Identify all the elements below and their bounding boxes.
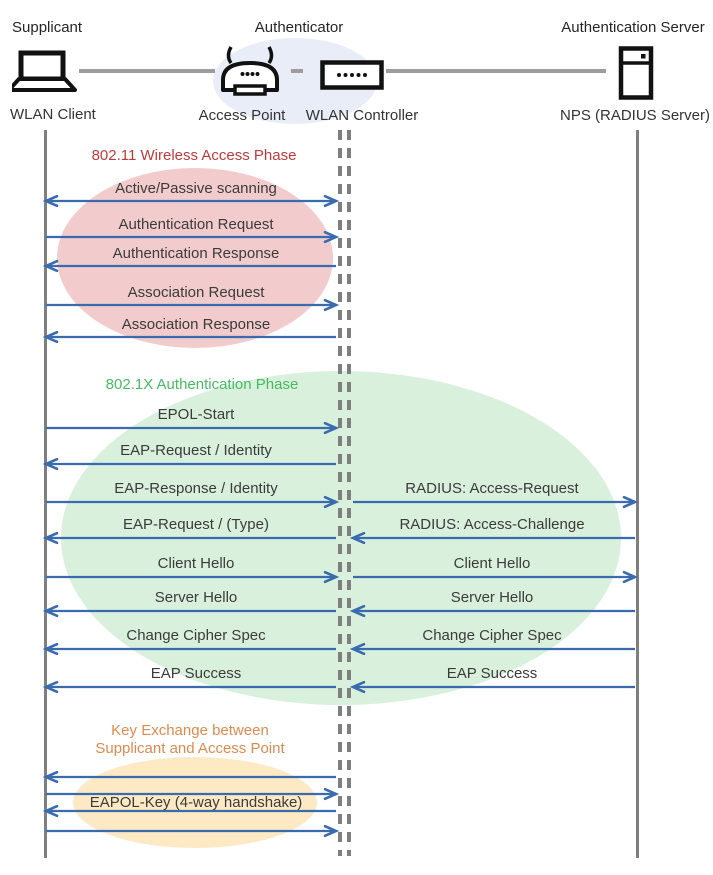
arrowhead: [323, 824, 340, 838]
arrowhead: [323, 495, 340, 509]
arrowhead: [349, 642, 366, 656]
arrowhead: [323, 570, 340, 584]
arrowhead: [42, 642, 59, 656]
arrowhead: [622, 495, 639, 509]
server-lifeline: [636, 130, 639, 858]
server-role-label: Authentication Server: [561, 19, 705, 36]
access-point-label: Access Point: [198, 107, 286, 124]
supplicant-device-label: WLAN Client: [10, 106, 96, 123]
message-arrow: [353, 570, 639, 584]
arrowhead: [42, 531, 59, 545]
message-label: EAP-Request / (Type): [123, 516, 269, 533]
arrowhead: [42, 680, 59, 694]
arrowhead: [42, 604, 59, 618]
message-label: EPOL-Start: [157, 406, 235, 423]
message-label: EAP-Request / Identity: [120, 442, 272, 459]
message-label: Active/Passive scanning: [115, 180, 277, 197]
arrowhead: [323, 298, 340, 312]
arrowhead: [323, 787, 340, 801]
message-label: Association Request: [127, 284, 265, 301]
server-device-label: NPS (RADIUS Server): [559, 107, 711, 124]
connector-line: [291, 69, 303, 73]
authenticator-role-label: Authenticator: [254, 19, 344, 36]
wlan-controller-label: WLAN Controller: [305, 107, 419, 124]
phase3-title-line1: Key Exchange between: [111, 722, 269, 739]
message-label: RADIUS: Access-Challenge: [399, 516, 585, 533]
message-label: EAPOL-Key (4-way handshake): [89, 794, 303, 811]
arrowhead: [323, 421, 340, 435]
message-label: EAP Success: [446, 665, 538, 682]
controller-lifeline-dash-1: [338, 130, 342, 856]
message-label: EAP Success: [150, 665, 242, 682]
phase3-title-line2: Supplicant and Access Point: [95, 740, 285, 757]
server-icon: [618, 46, 654, 100]
message-arrow: [42, 531, 336, 545]
connector-line: [79, 69, 215, 73]
message-arrow: [46, 230, 340, 244]
wlan-controller-icon: [320, 60, 384, 90]
message-arrow: [46, 298, 340, 312]
message-arrow: [349, 604, 635, 618]
message-label: Server Hello: [450, 589, 534, 606]
phase1-ellipse: [57, 168, 333, 348]
arrowhead: [42, 330, 59, 344]
message-label: Server Hello: [154, 589, 238, 606]
message-arrow: [42, 804, 336, 818]
message-arrow: [42, 457, 336, 471]
message-arrow: [42, 330, 336, 344]
message-arrow: [42, 194, 340, 208]
message-arrow: [42, 680, 336, 694]
message-arrow: [349, 531, 635, 545]
message-arrow: [42, 604, 336, 618]
laptop-icon: [12, 50, 78, 94]
access-point-icon: [218, 44, 282, 96]
message-arrow: [46, 787, 340, 801]
phase3-title: Key Exchange between Supplicant and Acce…: [95, 722, 284, 758]
message-arrow: [46, 570, 340, 584]
message-label: Change Cipher Spec: [126, 627, 266, 644]
message-label: Change Cipher Spec: [422, 627, 562, 644]
arrowhead: [323, 194, 340, 208]
arrowhead: [42, 194, 59, 208]
message-arrow: [46, 421, 340, 435]
arrowhead: [349, 531, 366, 545]
arrowhead: [42, 259, 59, 273]
message-label: Client Hello: [157, 555, 235, 572]
arrowhead: [349, 680, 366, 694]
phase1-title: 802.11 Wireless Access Phase: [91, 147, 297, 164]
controller-lifeline-dash-2: [347, 130, 351, 856]
connector-line: [386, 69, 606, 73]
supplicant-role-label: Supplicant: [12, 19, 83, 36]
message-label: EAP-Response / Identity: [114, 480, 278, 497]
arrowhead: [323, 230, 340, 244]
message-arrow: [349, 680, 635, 694]
phase3-ellipse: [73, 757, 317, 848]
supplicant-lifeline: [44, 130, 47, 858]
arrowhead: [42, 770, 59, 784]
message-label: Association Response: [121, 316, 271, 333]
arrowhead: [42, 457, 59, 471]
message-arrow: [353, 495, 639, 509]
message-label: Client Hello: [453, 555, 531, 572]
message-arrow: [46, 824, 340, 838]
message-label: RADIUS: Access-Request: [405, 480, 579, 497]
message-arrow: [46, 495, 340, 509]
phase2-title: 802.1X Authentication Phase: [105, 376, 299, 393]
message-label: Authentication Response: [112, 245, 280, 262]
message-arrow: [349, 642, 635, 656]
message-arrow: [42, 642, 336, 656]
message-arrow: [42, 259, 336, 273]
message-label: Authentication Request: [118, 216, 274, 233]
arrowhead: [42, 804, 59, 818]
arrowhead: [622, 570, 639, 584]
message-arrow: [42, 770, 336, 784]
arrowhead: [349, 604, 366, 618]
